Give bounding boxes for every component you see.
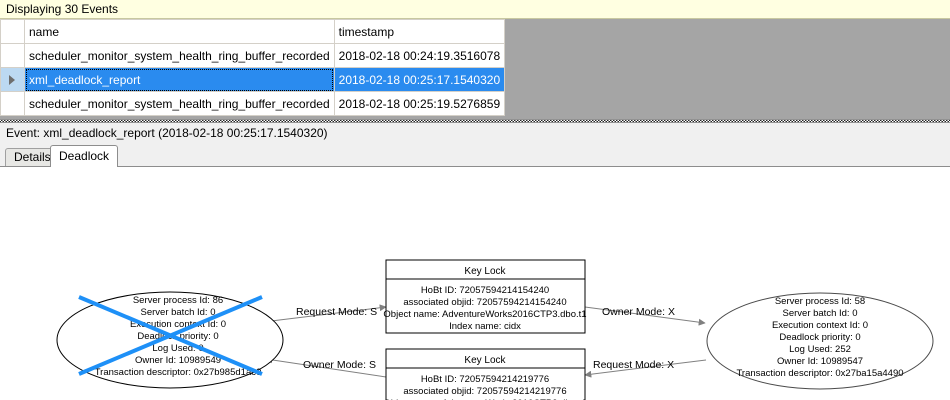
resource-node-top[interactable]: Key Lock HoBt ID: 72057594214154240 asso… (383, 259, 587, 334)
edge-right-request-bottom (584, 359, 707, 378)
resource-bottom-line-0: HoBt ID: 72057594214219776 (421, 374, 549, 385)
edge-label-left-request-top: Request Mode: S (296, 306, 377, 318)
events-table: name timestamp scheduler_monitor_system_… (0, 19, 506, 116)
event-caption-label: Event: xml_deadlock_report (2018-02-18 0… (6, 126, 328, 140)
tab-strip: Details Deadlock (0, 145, 950, 167)
resource-bottom-title: Key Lock (464, 355, 506, 366)
events-table-header: name timestamp (0, 19, 506, 44)
resource-top-body-box[interactable] (385, 278, 586, 334)
row-selector-cell[interactable] (0, 67, 25, 92)
row-name-cell[interactable]: scheduler_monitor_system_health_ring_buf… (24, 91, 335, 116)
row-selector-cell[interactable] (0, 91, 25, 116)
edge-label-bottom-owner-left: Owner Mode: S (303, 359, 376, 371)
column-header-timestamp[interactable]: timestamp (333, 19, 506, 44)
victim-line-0: Server process Id: 86 (133, 295, 223, 306)
table-row[interactable]: scheduler_monitor_system_health_ring_buf… (0, 91, 506, 116)
survivor-line-4: Log Used: 252 (789, 344, 851, 355)
tab-deadlock[interactable]: Deadlock (50, 145, 119, 167)
victim-line-2: Execution context Id: 0 (130, 319, 226, 330)
events-grid[interactable]: name timestamp scheduler_monitor_system_… (0, 19, 950, 119)
row-name-cell[interactable]: scheduler_monitor_system_health_ring_buf… (24, 43, 335, 68)
process-node-survivor-ellipse[interactable] (706, 292, 934, 390)
survivor-line-2: Execution context Id: 0 (772, 320, 868, 331)
resource-bottom-line-1: associated objid: 72057594214219776 (403, 386, 566, 397)
table-row[interactable]: scheduler_monitor_system_health_ring_buf… (0, 43, 506, 68)
events-count-label: Displaying 30 Events (6, 2, 119, 16)
column-header-name[interactable]: name (24, 19, 335, 44)
resource-top-line-2: Object name: AdventureWorks2016CTP3.dbo.… (383, 309, 586, 320)
victim-line-6: Transaction descriptor: 0x27b985d1ac0 (95, 367, 262, 378)
graph-edge-labels: Request Mode: S Owner Mode: X Owner Mode… (296, 306, 675, 371)
survivor-line-1: Server batch Id: 0 (783, 308, 858, 319)
displaying-events-bar: Displaying 30 Events (0, 0, 950, 19)
process-node-victim-ellipse[interactable] (56, 291, 284, 389)
edge-left-request-top (262, 304, 387, 323)
process-node-victim[interactable]: Server process Id: 86 Server batch Id: 0… (56, 291, 284, 389)
event-detail-pane: Event: xml_deadlock_report (2018-02-18 0… (0, 123, 950, 400)
survivor-line-3: Deadlock priority: 0 (779, 332, 860, 343)
survivor-line-0: Server process Id: 58 (775, 296, 865, 307)
horizontal-splitter[interactable] (0, 119, 950, 123)
edge-top-owner-right (584, 306, 706, 326)
graph-edges: top key lock --> right process --> left … (262, 304, 707, 378)
tab-details[interactable]: Details (5, 148, 60, 166)
row-timestamp-cell[interactable]: 2018-02-18 00:25:19.5276859 (333, 91, 506, 116)
row-timestamp-cell[interactable]: 2018-02-18 00:24:19.3516078 (333, 43, 506, 68)
resource-top-line-3: Index name: cidx (449, 321, 521, 332)
resource-top-title: Key Lock (464, 266, 506, 277)
resource-bottom-body-box[interactable] (385, 367, 586, 400)
events-table-body: scheduler_monitor_system_health_ring_buf… (0, 43, 506, 116)
victim-line-5: Owner Id: 10989549 (135, 355, 221, 366)
deadlock-graph-canvas[interactable]: top key lock --> right process --> left … (0, 166, 950, 400)
table-row[interactable]: xml_deadlock_report 2018-02-18 00:25:17.… (0, 67, 506, 92)
resource-top-line-1: associated objid: 72057594214154240 (403, 297, 566, 308)
resource-bottom-line-2: Object name: AdventureWorks2016CTP3.dbo.… (383, 398, 586, 400)
row-arrow-icon (9, 74, 15, 85)
victim-cross-icon (78, 295, 263, 376)
header-row-selector (0, 19, 25, 44)
edge-label-top-owner-right: Owner Mode: X (602, 306, 675, 318)
row-selector-cell[interactable] (0, 43, 25, 68)
edge-label-right-request-bottom: Request Mode: X (593, 359, 674, 371)
resource-top-line-0: HoBt ID: 72057594214154240 (421, 285, 549, 296)
process-node-survivor[interactable]: Server process Id: 58 Server batch Id: 0… (706, 292, 934, 390)
header-row: name timestamp (0, 19, 506, 44)
row-name-cell[interactable]: xml_deadlock_report (24, 67, 335, 92)
resource-node-bottom[interactable]: Key Lock HoBt ID: 72057594214219776 asso… (383, 348, 587, 400)
survivor-line-5: Owner Id: 10989547 (777, 356, 863, 367)
row-timestamp-cell[interactable]: 2018-02-18 00:25:17.1540320 (333, 67, 506, 92)
victim-line-1: Server batch Id: 0 (141, 307, 216, 318)
survivor-line-6: Transaction descriptor: 0x27ba15a4490 (736, 368, 903, 379)
edge-bottom-owner-left (265, 356, 387, 378)
victim-line-4: Log Used: 0 (152, 343, 203, 354)
